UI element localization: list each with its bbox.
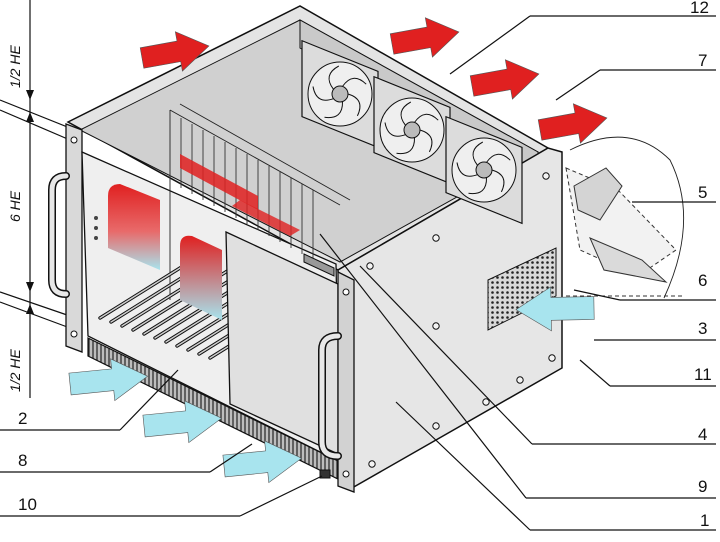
handle-icon (318, 332, 342, 460)
front-flange-right (337, 270, 355, 493)
callout-10: 10 (18, 495, 37, 514)
fan-tray (301, 39, 523, 225)
dimension-bottom-half: 1/2 HE (7, 349, 23, 392)
power-supply-unit (565, 136, 685, 299)
power-switch (319, 469, 331, 479)
handle-icon (48, 172, 70, 298)
fan-blade (456, 162, 478, 177)
fan-blade (384, 122, 406, 137)
height-dimension-scale: 1/2 HE 6 HE 1/2 HE (0, 0, 71, 398)
callout-9: 9 (698, 477, 707, 496)
fan-blade (396, 137, 416, 155)
fan-blade (400, 101, 412, 126)
callout-2: 2 (18, 409, 27, 428)
fan-blade (414, 113, 439, 123)
fan-blade (312, 86, 334, 101)
callout-8: 8 (18, 451, 27, 470)
airflow-duct-left (108, 184, 160, 270)
fan-hub (475, 161, 493, 179)
callout-6: 6 (698, 271, 707, 290)
fan-blade (419, 129, 433, 153)
fan-blade (324, 101, 344, 119)
exhaust-airflow (139, 17, 608, 144)
cool-air-arrow-icon (222, 440, 303, 484)
hot-air-arrow-icon (469, 59, 540, 100)
callout-11: 11 (694, 365, 712, 384)
callout-12: 12 (690, 0, 709, 17)
cool-air-arrow-icon (68, 358, 149, 402)
fan-hub (331, 85, 349, 103)
fan-blade (347, 93, 361, 117)
fan-blade (491, 169, 505, 193)
fan-icon (301, 39, 379, 149)
pcb-slot-guides (169, 112, 314, 260)
callout-labels: 12 7 5 6 3 11 4 9 1 2 8 10 (18, 0, 712, 530)
intake-airflow (68, 286, 595, 484)
dimension-top-half: 1/2 HE (7, 45, 23, 88)
airflow-slots-red (180, 154, 258, 210)
cool-air-arrow-icon (515, 286, 595, 332)
cool-air-arrow-icon (142, 400, 223, 444)
fan-blade (342, 77, 367, 87)
callout-4: 4 (698, 425, 707, 444)
fan-blade (486, 153, 511, 163)
fan-icon (445, 115, 523, 225)
callout-5: 5 (698, 183, 707, 202)
dimension-middle: 6 HE (7, 190, 23, 222)
fan-blade (468, 177, 488, 195)
callout-7: 7 (698, 51, 707, 70)
hot-air-arrow-icon (537, 103, 608, 144)
callout-1: 1 (700, 511, 709, 530)
fan-icon (373, 75, 451, 185)
airflow-top-red (232, 200, 300, 236)
front-flange-left (65, 123, 83, 353)
name-plate (303, 253, 335, 277)
callout-leaders (0, 15, 716, 531)
side-vent (487, 247, 557, 331)
fan-blade (472, 141, 484, 166)
callout-3: 3 (698, 319, 707, 338)
hot-air-arrow-icon (139, 31, 210, 72)
airflow-duct-center (180, 235, 222, 320)
fan-hub (403, 121, 421, 139)
hot-air-arrow-icon (389, 17, 460, 58)
internal-airflow (108, 154, 300, 320)
fan-blade (328, 65, 340, 90)
